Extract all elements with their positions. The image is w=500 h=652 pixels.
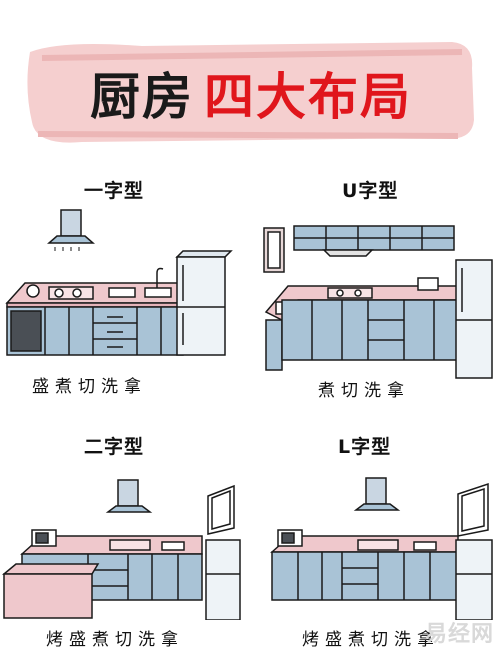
kitchen-illustration-one-line (5, 209, 233, 356)
caption-one-line: 盛煮切洗拿 (32, 377, 147, 397)
layout-title-u-shape: U字型 (342, 180, 399, 202)
layout-title-two-line: 二字型 (84, 436, 145, 458)
caption-two-line: 烤盛煮切洗拿 (46, 630, 184, 650)
kitchen-illustration-u-shape (263, 225, 493, 379)
kitchen-illustration-l-shape (270, 477, 493, 620)
page-title: 厨房 四大布局 (22, 38, 480, 148)
title-part-layouts: 四大布局 (204, 68, 412, 126)
layout-title-l-shape: L字型 (338, 436, 392, 458)
kitchen-illustration-two-line (2, 479, 241, 620)
caption-l-shape: 烤盛煮切洗拿 (302, 630, 440, 650)
title-banner: 厨房 四大布局 (22, 38, 480, 148)
layout-title-one-line: 一字型 (84, 180, 145, 202)
caption-u-shape: 煮切洗拿 (318, 381, 410, 401)
title-part-kitchen: 厨房 (90, 68, 194, 126)
watermark: 易经网 (424, 622, 494, 647)
banner-brush-bg (27, 42, 475, 143)
